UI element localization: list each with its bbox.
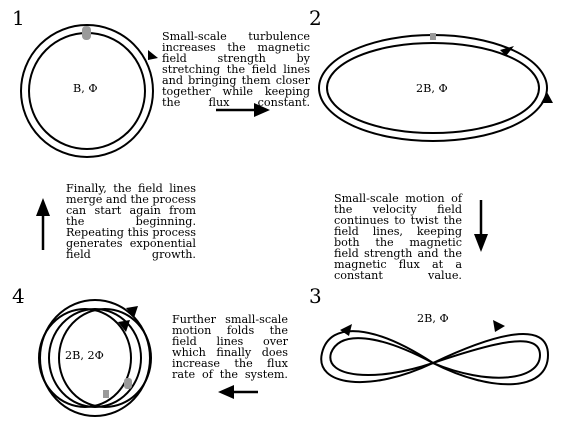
step-number-3: 3 <box>309 284 322 308</box>
caption-step-4: Finally, the field lines merge and the p… <box>66 182 197 261</box>
step-number-1: 1 <box>12 6 25 30</box>
field-label-2: 2B, Φ <box>416 82 448 95</box>
direction-arrow-4b <box>118 320 130 332</box>
field-label-4: 2B, 2Φ <box>65 349 104 362</box>
arrow-up <box>36 198 50 250</box>
direction-arrow-3a <box>340 324 352 336</box>
arrow-right <box>216 103 270 117</box>
direction-arrow-2a <box>500 46 514 56</box>
field-label-3: 2B, Φ <box>417 312 449 325</box>
caption-step-2: Small-scale motion of the velocity field… <box>334 192 462 282</box>
caption-step-3: Further small-scale motion folds the fie… <box>172 313 288 381</box>
direction-arrow-3b <box>493 320 505 332</box>
field-loop-4 <box>38 299 152 417</box>
caption-step-1: Small-scale turbulence increases the mag… <box>162 30 310 109</box>
flux-marker-1 <box>82 26 91 40</box>
direction-arrow-4a <box>126 306 138 318</box>
flux-marker-4a <box>124 378 132 389</box>
flux-marker-4b <box>103 390 109 398</box>
step-number-2: 2 <box>309 6 322 30</box>
field-loop-3 <box>320 330 550 386</box>
field-label-1: B, Φ <box>73 82 98 95</box>
direction-arrow-2b <box>541 92 553 103</box>
arrow-left <box>218 385 258 399</box>
flux-marker-2 <box>430 33 436 40</box>
direction-arrow-1 <box>148 50 158 60</box>
step-number-4: 4 <box>12 284 25 308</box>
arrow-down <box>474 200 488 252</box>
